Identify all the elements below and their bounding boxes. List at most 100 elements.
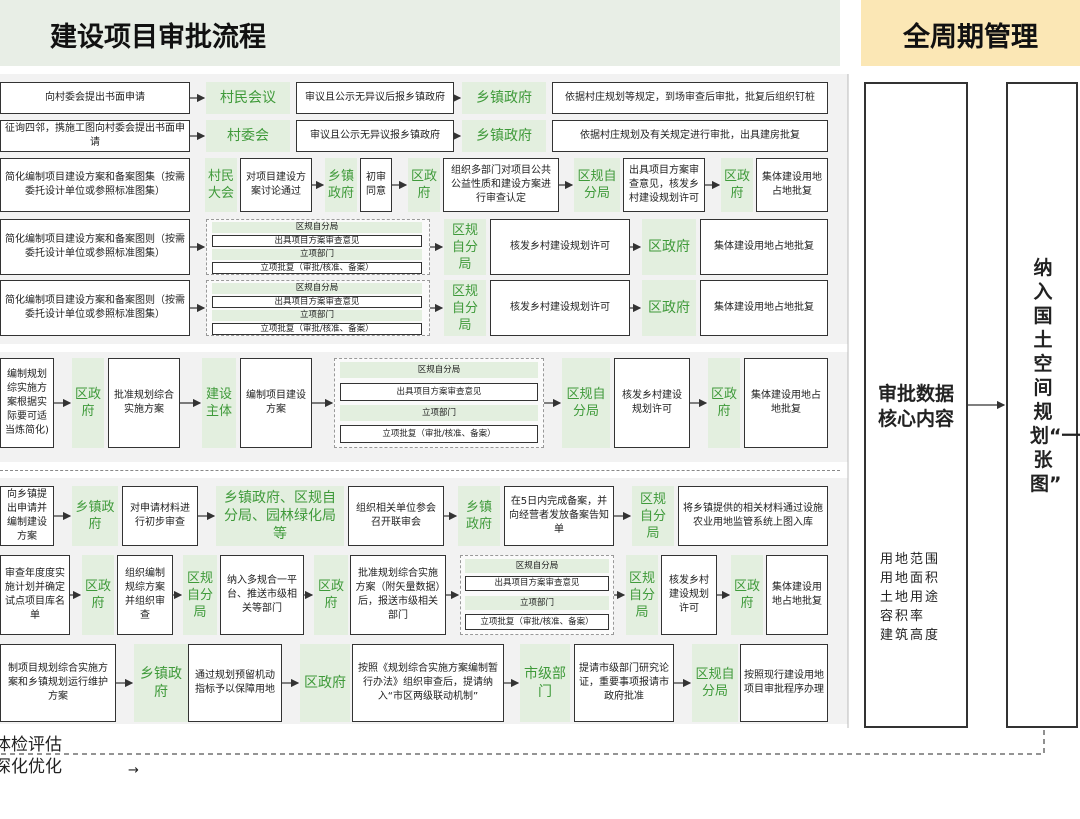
r4-sublist-item-2: 立项部门 bbox=[212, 249, 422, 260]
r3-permit-box: 出具项目方案审查意见，核发乡村建设规划许可 bbox=[623, 158, 705, 212]
r3-planning-bureau: 区规自分局 bbox=[574, 158, 620, 212]
r7-apply-box: 向乡镇提出申请并编制建设方案 bbox=[0, 486, 54, 546]
r8-annual-plan: 审查年度度实施计划并确定试点项目库名单 bbox=[0, 555, 70, 635]
r4-permit-box: 核发乡村建设规划许可 bbox=[490, 219, 630, 275]
plan-panel-text: 纳入国土空间规划“一张图” bbox=[1030, 257, 1080, 495]
r8-sublist-item-3: 立项批复（审批/核准、备案） bbox=[465, 614, 609, 630]
r9-city-dept: 市级部门 bbox=[520, 644, 570, 722]
r5-sublist-item-2: 立项部门 bbox=[212, 310, 422, 321]
r7-record-box: 在5日内完成备案，并向经营者发放备案告知单 bbox=[504, 486, 614, 546]
r4-plan-box: 简化编制项目建设方案和备案图则（按需委托设计单位或参照标准图集） bbox=[0, 219, 190, 275]
core-item: 用地范围 bbox=[880, 552, 941, 567]
r8-district-gov-2: 区政府 bbox=[314, 555, 348, 635]
r9-town-gov: 乡镇政府 bbox=[134, 644, 188, 722]
r7-upload-box: 将乡镇提供的相关材料通过设施农业用地监管系统上图入库 bbox=[678, 486, 828, 546]
r6-sublist-item-1: 出具项目方案审查意见 bbox=[340, 383, 538, 401]
r8-sublist-item-1: 出具项目方案审查意见 bbox=[465, 576, 609, 591]
r6-compile-box: 编制项目建设方案 bbox=[240, 358, 312, 448]
footer-assessment: 体检评估 bbox=[0, 735, 62, 755]
page-title: 建设项目审批流程 bbox=[50, 21, 266, 53]
r6-district-gov-2: 区政府 bbox=[708, 358, 740, 448]
r1-review-box: 审议且公示无异议后报乡镇政府 bbox=[296, 82, 454, 114]
r6-approve-box: 批准规划综合实施方案 bbox=[108, 358, 180, 448]
r5-district-gov: 区政府 bbox=[642, 280, 696, 336]
r7-planning-bureau: 区规自分局 bbox=[632, 486, 674, 546]
footer-optimization: 深化优化 bbox=[0, 757, 62, 777]
r6-district-gov: 区政府 bbox=[72, 358, 104, 448]
r8-approve-box: 批准规划综合实施方案（附矢量数据）后，报送市级相关部门 bbox=[350, 555, 446, 635]
r2-village-committee: 村委会 bbox=[206, 120, 290, 152]
r9-reserve-box: 通过规划预留机动指标予以保障用地 bbox=[188, 644, 282, 722]
r1-approve-box: 依据村庄规划等规定，到场审查后审批，批复后组织钉桩 bbox=[552, 82, 828, 114]
r2-town-gov: 乡镇政府 bbox=[462, 120, 546, 152]
r9-planning-bureau: 区规自分局 bbox=[692, 644, 738, 722]
r6-planning-bureau: 区规自分局 bbox=[562, 358, 610, 448]
r3-plan-box: 简化编制项目建设方案和备案图集（按需委托设计单位或参照标准图集） bbox=[0, 158, 190, 212]
r3-district-gov: 区政府 bbox=[408, 158, 440, 212]
r9-normal-process: 按照现行建设用地项目审批程序办理 bbox=[740, 644, 828, 722]
r1-town-gov: 乡镇政府 bbox=[462, 82, 546, 114]
right-header-bar bbox=[861, 0, 1080, 66]
r5-sublist-head: 区规自分局 bbox=[212, 283, 422, 294]
r8-planning-bureau: 区规自分局 bbox=[183, 555, 217, 635]
r2-apply-box: 征询四邻，携施工图向村委会提出书面申请 bbox=[0, 120, 190, 152]
r4-planning-bureau: 区规自分局 bbox=[444, 219, 486, 275]
core-content-title: 审批数据核心内容 bbox=[877, 383, 954, 430]
r7-joint-meeting: 组织相关单位参会召开联审会 bbox=[348, 486, 444, 546]
r8-planning-bureau-2: 区规自分局 bbox=[626, 555, 658, 635]
r3-villagers-assembly: 村民大会 bbox=[205, 158, 237, 212]
r8-sublist-head: 区规自分局 bbox=[465, 559, 609, 573]
r4-sublist-head: 区规自分局 bbox=[212, 222, 422, 233]
r5-land-approval: 集体建设用地占地批复 bbox=[700, 280, 828, 336]
r6-sublist-item-2: 立项部门 bbox=[340, 405, 538, 421]
r5-planning-bureau: 区规自分局 bbox=[444, 280, 486, 336]
r5-sublist-item-1: 出具项目方案审查意见 bbox=[212, 296, 422, 308]
plan-panel bbox=[1006, 82, 1078, 728]
r5-plan-box: 简化编制项目建设方案和备案图则（按需委托设计单位或参照标准图集） bbox=[0, 280, 190, 336]
footer-arrow-icon: → bbox=[128, 763, 139, 778]
r3-discuss-box: 对项目建设方案讨论通过 bbox=[240, 158, 312, 212]
r1-apply-box: 向村委会提出书面申请 bbox=[0, 82, 190, 114]
r9-city-review: 提请市级部门研究论证，重要事项报请市政府批准 bbox=[574, 644, 674, 722]
r6-sublist-item-3: 立项批复（审批/核准、备案） bbox=[340, 425, 538, 443]
left-header-bar bbox=[0, 0, 840, 66]
r4-land-approval: 集体建设用地占地批复 bbox=[700, 219, 828, 275]
r4-sublist-item-1: 出具项目方案审查意见 bbox=[212, 235, 422, 247]
r8-land-approval: 集体建设用地占地批复 bbox=[766, 555, 828, 635]
r4-district-gov: 区政府 bbox=[642, 219, 696, 275]
r7-town-gov: 乡镇政府 bbox=[72, 486, 118, 546]
r2-approve-box: 依据村庄规划及有关规定进行审批，出具建房批复 bbox=[552, 120, 828, 152]
r5-permit-box: 核发乡村建设规划许可 bbox=[490, 280, 630, 336]
r6-land-approval: 集体建设用地占地批复 bbox=[744, 358, 828, 448]
r9-plan-box: 制项目规划综合实施方案和乡镇规划运行维护方案 bbox=[0, 644, 116, 722]
r8-district-gov-3: 区政府 bbox=[731, 555, 763, 635]
right-header-title: 全周期管理 bbox=[903, 21, 1038, 53]
r6-permit-box: 核发乡村建设规划许可 bbox=[614, 358, 690, 448]
r1-village-meeting: 村民会议 bbox=[206, 82, 290, 114]
r8-sublist-item-2: 立项部门 bbox=[465, 596, 609, 610]
r4-sublist-item-3: 立项批复（审批/核准、备案） bbox=[212, 262, 422, 274]
core-item: 用地面积 bbox=[880, 571, 941, 586]
r6-plan-box: 编制规划综实施方案根据实际要可适当炼简化) bbox=[0, 358, 54, 448]
r8-push-box: 纳入多规合一平台、推送市级相关等部门 bbox=[220, 555, 304, 635]
r7-review-box: 对申请材料进行初步审查 bbox=[122, 486, 198, 546]
r7-town-gov-2: 乡镇政府 bbox=[458, 486, 500, 546]
core-item: 容积率 bbox=[880, 609, 926, 624]
core-content-list: 用地范围 用地面积 土地用途 容积率 建筑高度 bbox=[880, 550, 962, 645]
r9-district-gov: 区政府 bbox=[300, 644, 350, 722]
r9-review-box: 按照《规划综合实施方案编制暂行办法》组织审查后，提请纳入“市区两级联动机制” bbox=[352, 644, 504, 722]
r8-district-gov: 区政府 bbox=[82, 555, 114, 635]
r7-joint-units: 乡镇政府、区规自分局、园林绿化局等 bbox=[216, 486, 344, 546]
core-item: 土地用途 bbox=[880, 590, 941, 605]
r6-sublist-head: 区规自分局 bbox=[340, 362, 538, 378]
r3-town-gov: 乡镇政府 bbox=[325, 158, 357, 212]
r2-review-box: 审议且公示无异议报乡镇政府 bbox=[296, 120, 454, 152]
r3-audit-box: 组织多部门对项目公共公益性质和建设方案进行审查认定 bbox=[443, 158, 559, 212]
r6-builder: 建设主体 bbox=[202, 358, 236, 448]
r8-compile-box: 组织编制规综方案并组织审查 bbox=[117, 555, 173, 635]
group-divider bbox=[0, 470, 840, 471]
r8-permit-box: 核发乡村建设规划许可 bbox=[661, 555, 717, 635]
core-item: 建筑高度 bbox=[880, 628, 941, 643]
core-content-panel bbox=[864, 82, 968, 728]
r3-land-approval: 集体建设用地占地批复 bbox=[756, 158, 828, 212]
